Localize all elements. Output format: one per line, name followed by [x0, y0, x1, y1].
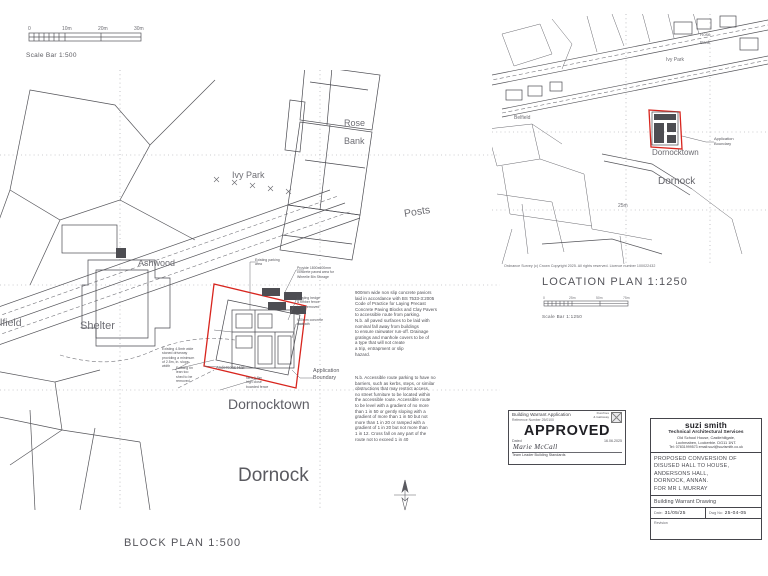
drawing-title: Building Warrant Drawing — [654, 498, 717, 505]
title-block-project: PROPOSED CONVERSION OF DISUSED HALL TO H… — [651, 453, 761, 497]
location-label-25m: 25m — [618, 203, 628, 209]
location-label-belfield: Belfield — [514, 115, 531, 121]
block-plan-title: BLOCK PLAN 1:500 — [124, 537, 242, 549]
practice-subtitle: Technical Architectural Services — [668, 430, 744, 435]
approval-stamp: Building Warrant Application Reference N… — [508, 410, 626, 465]
callout-application-boundary-block: Application Boundary — [313, 368, 340, 381]
stamp-dated-value: 16.06.2025 — [604, 439, 622, 443]
loc-scale-tick-75m: 75m — [623, 296, 630, 300]
application-boundary-line-block — [203, 283, 307, 389]
spec-note-access: N.b. Accessible route parking to have no… — [355, 375, 436, 442]
location-plan-title: LOCATION PLAN 1:1250 — [542, 276, 688, 288]
date-cell: Date:31/05/25 — [651, 508, 706, 519]
title-block-drawing-title: Building Warrant Drawing — [651, 496, 761, 509]
os-copyright-line: Ordnance Survey (c) Crown Copyright 2025… — [504, 264, 656, 268]
scale-tick-0: 0 — [28, 26, 31, 32]
date-label: Date: — [654, 511, 663, 516]
location-label-dornocktown: Dornocktown — [652, 148, 699, 157]
dwg-label: Dwg No: — [709, 511, 723, 516]
callout-bin-store: Provide 1800x600mm concrete paved area f… — [297, 266, 334, 279]
stamp-title: Building Warrant Application — [512, 412, 571, 417]
scale-tick-10m: 10m — [62, 26, 72, 32]
title-block: suzi smith Technical Architectural Servi… — [650, 418, 762, 540]
callout-existing-parking: Existing parking area — [255, 258, 280, 267]
callout-new-fence: New 1.8m high close boarded fence — [246, 376, 269, 389]
stamp-footer: Team Leader Building Standards — [512, 451, 622, 457]
stamp-reference-label: Reference Number — [512, 418, 541, 422]
practice-contact: Tel: 07831999573 email:suzi@suzismith.co… — [669, 445, 743, 449]
title-block-practice: suzi smith Technical Architectural Servi… — [651, 420, 761, 453]
spec-note-paving: 900mm wide non slip concrete paviors lai… — [355, 290, 437, 357]
scale-bar-location-caption: Scale Bar 1:1250 — [542, 314, 583, 319]
callout-access-driveway: Existing 4.5mtr wide stoned driveway pro… — [162, 347, 195, 369]
callout-hut-removal: Existing tin lean too shed to be removed — [176, 366, 193, 383]
callout-application-boundary-location: Application Boundary — [714, 136, 734, 146]
stamp-header: Building Warrant Application Reference N… — [512, 411, 622, 423]
location-label-rose: Rose — [700, 32, 711, 37]
title-block-revision: Revision — [651, 519, 761, 526]
revision-label: Revision — [654, 520, 668, 525]
stamp-reference: Reference Number 25/0100 — [512, 418, 571, 422]
scale-bar-location-graphic: 0 25m 50m 75m — [543, 296, 630, 307]
stamp-council: Dumfries & Galloway — [593, 411, 609, 419]
callout-hedge-removal: Existing hedge & timber fence to be remo… — [297, 296, 320, 309]
practice-name: suzi smith — [684, 420, 728, 430]
practice-address-line2: Lochmaben, Lockerbie. DG11 1NT. — [675, 440, 737, 445]
stamp-status-approved: APPROVED — [523, 423, 611, 439]
location-label-bank: Bank — [700, 40, 711, 45]
stamp-dated-label: Dated — [512, 439, 522, 443]
scale-tick-20m: 20m — [98, 26, 108, 32]
callout-andersons-hall: Andersons Hall — [216, 365, 245, 370]
title-block-data-row: Date:31/05/25 Dwg No:25-04-05 — [651, 508, 761, 520]
block-plan-map — [0, 70, 500, 510]
location-label-dornock: Dornock — [658, 176, 696, 187]
loc-scale-tick-50m: 50m — [596, 296, 603, 300]
stamp-council-line2: & Galloway — [593, 414, 609, 419]
dwg-value: 25-04-05 — [724, 511, 747, 517]
location-label-ivy-park: Ivy Park — [666, 57, 685, 63]
date-value: 31/05/25 — [664, 511, 686, 517]
project-description: PROPOSED CONVERSION OF DISUSED HALL TO H… — [654, 455, 737, 492]
north-arrow-block-plan — [394, 479, 416, 511]
scale-bar-block-graphic: 0 10m 20m 30m — [28, 26, 144, 42]
scale-tick-30m: 30m — [134, 26, 144, 32]
scale-bar-location-plan: 0 25m 50m 75m Scale Bar 1:1250 — [542, 294, 642, 319]
callout-footpath: 900mm concrete footpath — [297, 318, 324, 327]
council-crest-icon — [611, 412, 622, 423]
dwg-cell: Dwg No:25-04-05 — [706, 508, 761, 518]
stamp-council-line1: Dumfries — [596, 411, 609, 415]
loc-scale-tick-0: 0 — [543, 296, 545, 300]
loc-scale-tick-25m: 25m — [569, 296, 576, 300]
application-boundary-line-location — [648, 109, 683, 150]
stamp-date-row: Dated 16.06.2025 — [512, 439, 622, 443]
practice-address-line1: Old School House, Castlehillgate, — [677, 435, 735, 440]
location-plan-map — [492, 14, 768, 264]
scale-bar-block-plan: 0 10m 20m 30m Scale Bar 1:500 — [26, 22, 156, 59]
stamp-reference-number: 25/0100 — [541, 418, 554, 422]
stamp-signature: Marie McCall — [513, 443, 558, 451]
scale-bar-block-caption: Scale Bar 1:500 — [26, 52, 77, 59]
